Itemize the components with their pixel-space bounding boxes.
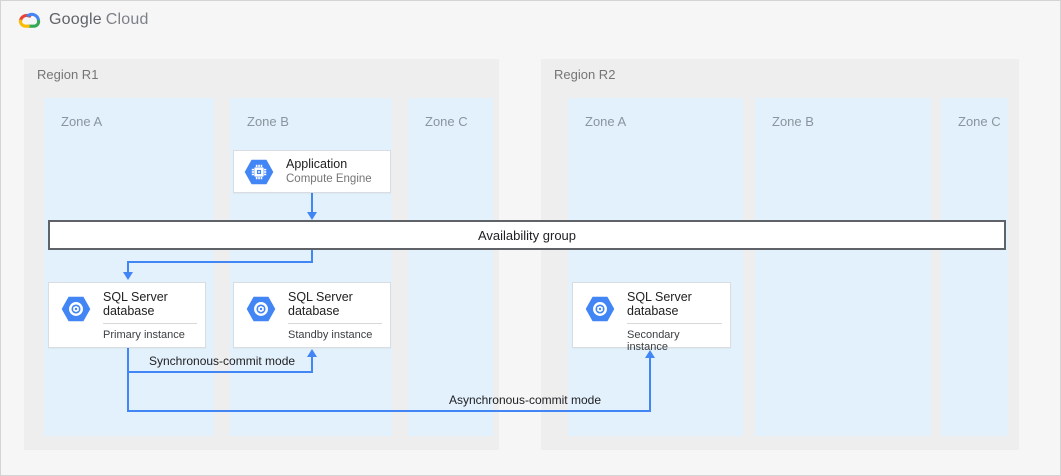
edge-group-to-primary	[127, 261, 129, 273]
region-r1-label: Region R1	[37, 67, 99, 82]
edge-app-to-group	[311, 193, 313, 214]
edge-sync-horizontal	[127, 371, 313, 373]
zone-r1-b: Zone B	[230, 98, 392, 436]
arrowhead-into-standby	[307, 349, 317, 357]
sql-standby-body: SQL Server database Standby instance	[288, 290, 382, 341]
edge-sync-rise	[311, 357, 313, 373]
sql-primary-title: SQL Server database	[103, 290, 168, 318]
zone-r1-a: Zone A	[44, 98, 214, 436]
card-divider	[627, 323, 722, 324]
arrowhead-into-primary	[123, 272, 133, 280]
zone-r2-c-label: Zone C	[958, 114, 1001, 129]
zone-r1-a-label: Zone A	[61, 114, 103, 129]
sql-standby-instance: Standby instance	[288, 329, 373, 341]
application-text: Application Compute Engine	[286, 157, 372, 186]
sql-database-icon	[585, 296, 615, 322]
zone-r2-b: Zone B	[755, 98, 931, 436]
arrowhead-into-group	[307, 212, 317, 220]
sql-database-icon	[61, 296, 91, 322]
zone-r2-b-label: Zone B	[772, 114, 814, 129]
availability-group-bar: Availability group	[48, 220, 1006, 250]
edge-async-rise	[649, 358, 651, 412]
sql-primary-node: SQL Server database Primary instance	[48, 282, 206, 348]
sql-secondary-instance: Secondary instance	[627, 329, 680, 353]
edge-group-elbow	[127, 261, 313, 263]
application-subtitle: Compute Engine	[286, 173, 372, 185]
sql-secondary-title: SQL Server database	[627, 290, 692, 318]
sync-commit-label: Synchronous-commit mode	[149, 354, 296, 368]
sql-secondary-node: SQL Server database Secondary instance	[572, 282, 731, 353]
edge-group-drop	[311, 250, 313, 263]
zone-r2-a-label: Zone A	[585, 114, 627, 129]
sql-primary-instance: Primary instance	[103, 329, 185, 341]
edge-primary-drop	[127, 348, 129, 412]
sql-standby-node: SQL Server database Standby instance	[233, 282, 391, 348]
async-commit-label: Asynchronous-commit mode	[448, 393, 601, 407]
logo-word-cloud: Cloud	[105, 11, 149, 28]
logo-word-google: Google	[49, 11, 102, 28]
google-cloud-icon	[18, 12, 41, 28]
zone-r1-c-label: Zone C	[425, 114, 468, 129]
zone-r2-a: Zone A	[568, 98, 743, 436]
card-divider	[288, 323, 382, 324]
zone-r1-c: Zone C	[408, 98, 493, 436]
zone-r2-c: Zone C	[941, 98, 1008, 436]
arrowhead-into-secondary	[645, 350, 655, 358]
availability-group-label: Availability group	[477, 227, 577, 243]
sql-database-icon	[246, 296, 276, 322]
sql-secondary-body: SQL Server database Secondary instance	[627, 290, 722, 353]
compute-engine-icon	[244, 159, 274, 184]
zone-r1-b-label: Zone B	[247, 114, 289, 129]
sql-primary-body: SQL Server database Primary instance	[103, 290, 197, 341]
edge-async-horizontal	[127, 410, 651, 412]
card-divider	[103, 323, 197, 324]
sql-standby-title: SQL Server database	[288, 290, 353, 318]
application-title: Application	[286, 157, 348, 171]
application-node: Application Compute Engine	[233, 150, 391, 193]
region-r2-label: Region R2	[554, 67, 616, 82]
